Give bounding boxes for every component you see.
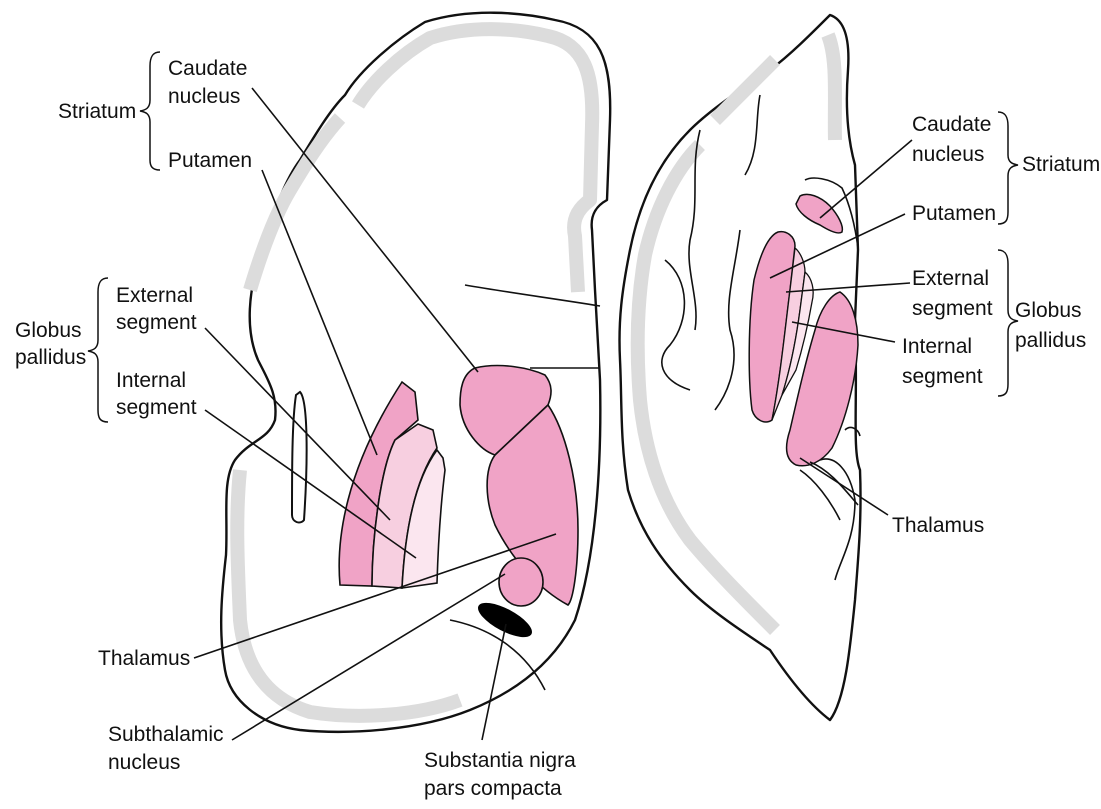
label-left-external-line2: segment: [116, 310, 197, 335]
label-left-caudate-line2: nucleus: [168, 84, 240, 109]
label-left-external-line1: External: [116, 283, 193, 308]
label-right-putamen: Putamen: [912, 201, 996, 226]
label-left-internal-line1: Internal: [116, 368, 186, 393]
right-brain-section: [619, 15, 860, 720]
label-left-globus-line2: pallidus: [15, 345, 86, 370]
label-left-nigra-line2: pars compacta: [424, 776, 562, 801]
label-left-striatum: Striatum: [58, 99, 136, 124]
label-left-subthalamic-line1: Subthalamic: [108, 722, 224, 747]
label-right-external-line2: segment: [912, 296, 993, 321]
left-ventricle-slit: [292, 392, 307, 522]
label-right-caudate-line1: Caudate: [912, 112, 991, 137]
left-globus-brace: [88, 278, 108, 422]
label-right-globus-line2: pallidus: [1015, 328, 1086, 353]
label-left-thalamus: Thalamus: [98, 646, 190, 671]
label-right-globus-line1: Globus: [1015, 298, 1082, 323]
label-right-caudate-line2: nucleus: [912, 142, 984, 167]
label-left-globus-line1: Globus: [15, 318, 82, 343]
right-striatum-brace: [998, 112, 1018, 224]
label-left-nigra-line1: Substantia nigra: [424, 748, 576, 773]
left-subthalamic-shape: [499, 558, 543, 606]
label-left-putamen: Putamen: [168, 148, 252, 173]
left-striatum-brace: [140, 52, 160, 170]
label-left-subthalamic-line2: nucleus: [108, 750, 180, 775]
label-right-internal-line1: Internal: [902, 334, 972, 359]
label-right-external-line1: External: [912, 266, 989, 291]
label-right-striatum: Striatum: [1022, 152, 1100, 177]
right-globus-brace: [998, 250, 1018, 396]
label-right-internal-line2: segment: [902, 364, 983, 389]
label-right-thalamus: Thalamus: [892, 513, 984, 538]
left-brain-section: [221, 13, 610, 732]
label-left-caudate-line1: Caudate: [168, 56, 247, 81]
label-left-internal-line2: segment: [116, 395, 197, 420]
left-brain-outline: [221, 13, 610, 732]
